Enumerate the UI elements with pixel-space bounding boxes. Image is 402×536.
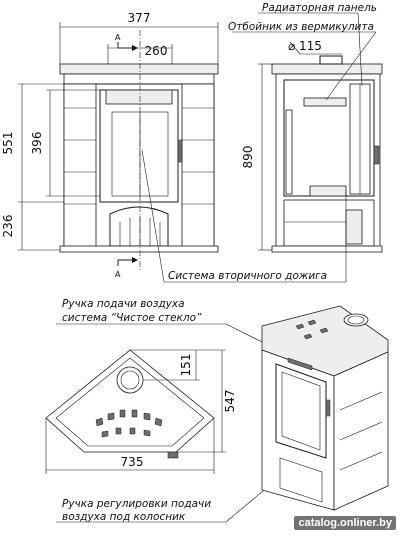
front-dimension-lines [18, 22, 219, 251]
top-dimension-lines [45, 349, 226, 474]
label-air-handle-line1: Ручка подачи воздуха [62, 298, 185, 310]
dim-door-height: 396 [30, 132, 44, 155]
isometric-view [261, 305, 389, 511]
dim-front-width: 377 [128, 11, 151, 25]
dim-flue-diameter: ⌀ 115 [288, 39, 322, 53]
label-radiator-panel: Радиаторная панель [262, 2, 377, 14]
label-grate-handle-line2: воздуха под колосник [62, 511, 186, 523]
label-grate-handle-line1: Ручка регулировки подачи [62, 498, 211, 510]
section-mark-top: A [115, 33, 121, 42]
dim-top-offset: 151 [179, 354, 193, 377]
dim-top-depth: 547 [223, 390, 237, 413]
top-view [45, 349, 215, 459]
dim-base-height: 236 [1, 215, 15, 238]
section-mark-bottom: A [115, 270, 121, 279]
dim-total-height: 890 [241, 146, 255, 169]
label-secondary-burn: Система вторичного дожига [168, 270, 327, 282]
side-dimension-lines [232, 12, 377, 251]
dim-front-height: 551 [1, 132, 15, 155]
front-view [59, 30, 219, 270]
watermark-label: catalog.onliner.by [294, 516, 396, 530]
side-section-view [271, 55, 383, 253]
dim-front-inner-width: 260 [145, 44, 168, 58]
label-vermiculite-deflector: Отбойник из вермикулита [228, 21, 374, 33]
dim-top-width: 735 [121, 455, 144, 469]
label-air-handle-line2: система “Чистое стекло” [62, 312, 202, 324]
